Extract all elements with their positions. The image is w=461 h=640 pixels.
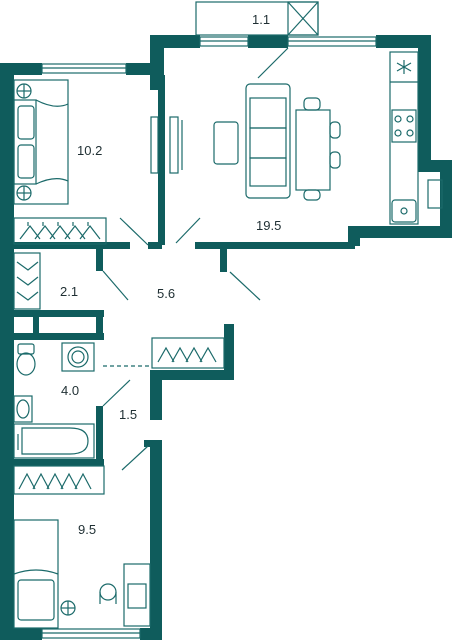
toilet [16,343,36,376]
room-area-bedroom-1: 10.2 [77,143,103,158]
window [427,179,443,209]
door-swing [175,217,201,244]
wardrobe [13,217,107,245]
room-area-living-kitchen: 19.5 [256,218,282,233]
door-swing [119,217,149,246]
tv [169,116,179,174]
door-swing [102,379,131,407]
door-swing [102,270,129,301]
wardrobe [151,337,225,369]
coffee-table [213,121,239,165]
door-swing [121,445,149,471]
kitchen-counter [389,51,419,225]
wardrobe [13,465,105,495]
door-swing [229,271,261,301]
tv-stand [150,116,159,174]
room-area-wardrobe: 2.1 [60,284,79,299]
washing-machine [61,342,95,372]
fixtures [13,1,443,639]
room-area-bathroom: 4.0 [61,383,80,398]
bathtub [13,423,95,459]
wardrobe [13,252,41,310]
bed [13,79,69,205]
sink [13,395,33,423]
bed [13,519,76,629]
walls [0,35,452,640]
room-area-bedroom-2: 9.5 [78,522,97,537]
desk [99,563,151,627]
sofa [245,83,291,199]
room-area-hall: 5.6 [157,286,176,301]
room-area-balcony: 1.1 [252,12,271,27]
dining-table [295,97,341,201]
room-area-corridor: 1.5 [119,407,138,422]
door-swing [257,47,289,79]
